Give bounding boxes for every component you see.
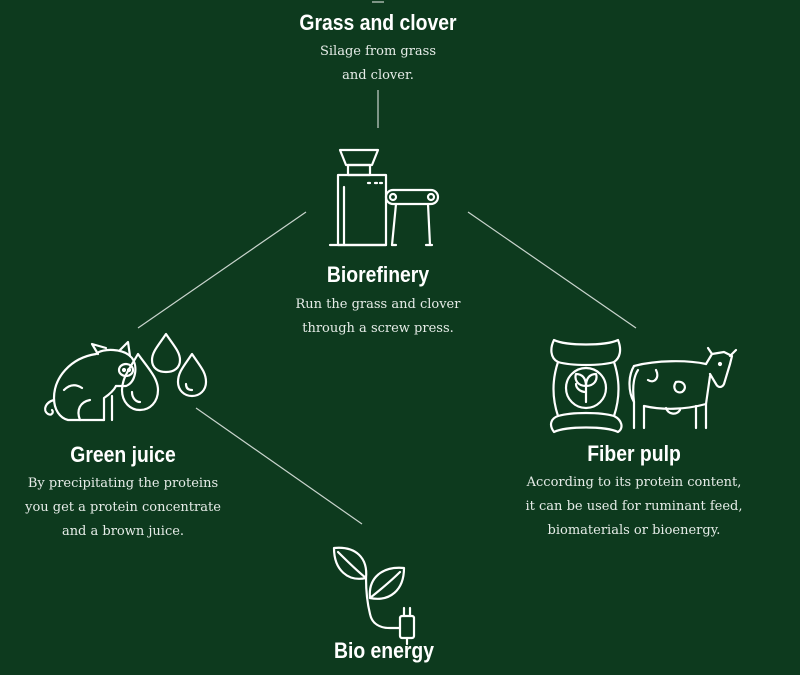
fiber-pulp-desc-line-2: it can be used for ruminant feed,	[525, 499, 743, 514]
fiber-pulp-description: According to its protein content, it can…	[504, 471, 764, 543]
connector-biorefinery-fiber-pulp	[467, 211, 637, 329]
leaf-plug-icon	[332, 546, 416, 646]
green-juice-title: Green juice	[70, 442, 176, 467]
biorefinery-desc-line-2: through a screw press.	[302, 321, 454, 336]
connector-biorefinery-green-juice	[137, 211, 307, 329]
screw-press-icon	[328, 148, 440, 247]
biorefinery-desc-line-1: Run the grass and clover	[295, 297, 461, 312]
feed-sack-icon	[549, 338, 623, 434]
green-juice-desc-line-3: and a brown juice.	[61, 524, 185, 539]
cow-icon	[628, 346, 738, 430]
fiber-pulp-desc-line-1: According to its protein content,	[526, 475, 742, 490]
green-juice-desc-line-1: By precipitating the proteins	[27, 476, 219, 491]
biorefinery-title: Biorefinery	[326, 262, 430, 287]
droplets-icon	[120, 332, 208, 412]
grass-desc-line-1: Silage from grass	[319, 44, 437, 59]
green-juice-desc-line-2: you get a protein concentrate	[25, 500, 221, 515]
grass-desc-line-2: and clover.	[342, 68, 414, 83]
pig-icon	[44, 340, 137, 422]
grass-title: Grass and clover	[299, 10, 457, 35]
green-juice-description: By precipitating the proteins you get a …	[3, 472, 243, 544]
grass-description: Silage from grass and clover.	[278, 40, 478, 88]
biorefinery-description: Run the grass and clover through a screw…	[238, 293, 518, 341]
bio-energy-title: Bio energy	[333, 638, 435, 663]
fiber-pulp-title: Fiber pulp	[587, 441, 681, 466]
fiber-pulp-desc-line-3: biomaterials or bioenergy.	[547, 523, 721, 538]
connector-green-juice-bio-energy	[195, 407, 363, 525]
